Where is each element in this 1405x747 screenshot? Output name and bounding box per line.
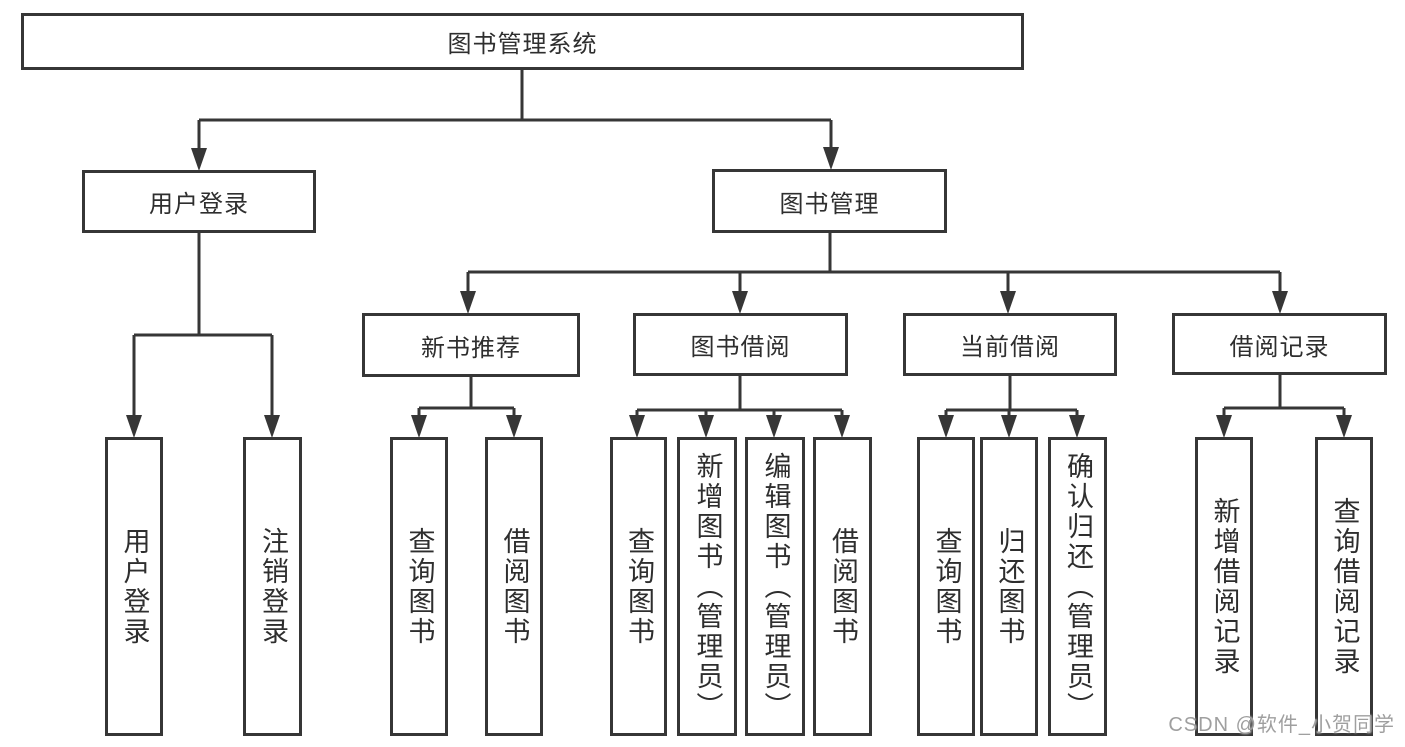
node-label: 新书推荐 [421, 334, 521, 362]
node-label: 用户登录 [119, 526, 150, 647]
node-label: 查询图书 [624, 526, 654, 647]
node-label: 注销登录 [258, 526, 288, 647]
arrowhead [732, 291, 748, 314]
leaf-return-books: 归还图书 [980, 437, 1038, 736]
arrowhead [1069, 415, 1085, 438]
node-label: 借阅记录 [1229, 333, 1330, 361]
leaf-add-borrow-record: 新增借阅记录 [1195, 437, 1253, 736]
arrowhead [698, 415, 714, 438]
leaf-search-books-current: 查询图书 [917, 437, 975, 736]
arrowhead [823, 147, 839, 170]
leaf-user-login: 用户登录 [105, 437, 163, 736]
connector-book-borrowing-to-leaves [629, 376, 850, 438]
node-label: 当前借阅 [960, 334, 1060, 361]
arrowhead [1001, 415, 1017, 438]
node-library-management-system: 图书管理系统 [21, 13, 1024, 70]
node-label: 用户登录 [149, 191, 249, 218]
connector-borrowing-records-to-leaves [1216, 375, 1352, 438]
leaf-add-books-admin: 新增图书（管理员） [677, 437, 737, 736]
node-label: 归还图书 [994, 526, 1025, 647]
arrowhead [411, 415, 427, 438]
connector-new-book-recommendation-to-leaves [411, 377, 522, 438]
node-new-book-recommendation: 新书推荐 [362, 313, 580, 377]
leaf-search-books-recommend: 查询图书 [390, 437, 448, 736]
arrowhead [1272, 291, 1288, 314]
arrowhead [1336, 415, 1352, 438]
arrowhead [191, 148, 207, 171]
arrowhead [1000, 291, 1016, 314]
connector-root-to-level2 [191, 70, 839, 171]
node-label: 编辑图书（管理员） [760, 451, 791, 722]
node-label: 新增图书（管理员） [692, 451, 723, 722]
connector-current-borrowing-to-leaves [938, 376, 1085, 438]
arrowhead [460, 291, 476, 314]
node-borrowing-records: 借阅记录 [1172, 313, 1387, 375]
leaf-search-borrow-record: 查询借阅记录 [1315, 437, 1373, 736]
node-current-borrowing: 当前借阅 [903, 313, 1117, 376]
node-label: 确认归还（管理员） [1063, 451, 1093, 722]
leaf-confirm-return-admin: 确认归还（管理员） [1048, 437, 1107, 736]
node-label: 借阅图书 [499, 526, 530, 647]
arrowhead [264, 415, 280, 438]
node-label: 查询图书 [931, 526, 962, 647]
node-label: 新增借阅记录 [1209, 496, 1240, 677]
arrowhead [834, 415, 850, 438]
node-label: 图书管理 [779, 190, 880, 218]
arrowhead [1216, 415, 1232, 438]
leaf-borrow-books-recommend: 借阅图书 [485, 437, 543, 736]
csdn-watermark: CSDN @软件_小贺同学 [1168, 714, 1395, 736]
connector-user-login-to-leaves [126, 233, 280, 438]
leaf-edit-books-admin: 编辑图书（管理员） [745, 437, 805, 736]
leaf-logout: 注销登录 [243, 437, 302, 736]
node-label: 查询图书 [404, 526, 435, 647]
node-label: 查询借阅记录 [1329, 496, 1360, 677]
node-label: 图书管理系统 [447, 31, 598, 58]
arrowhead [938, 415, 954, 438]
leaf-search-books-borrowing: 查询图书 [610, 437, 667, 736]
node-label: 图书借阅 [690, 334, 791, 361]
arrowhead [766, 415, 782, 438]
node-book-borrowing: 图书借阅 [633, 313, 848, 376]
node-user-login: 用户登录 [82, 170, 316, 233]
connector-book-management-to-level3 [460, 233, 1288, 314]
node-label: 借阅图书 [828, 526, 858, 647]
arrowhead [629, 415, 645, 438]
leaf-borrow-books: 借阅图书 [813, 437, 872, 736]
arrowhead [126, 415, 142, 438]
arrowhead [506, 415, 522, 438]
node-book-management: 图书管理 [712, 169, 947, 233]
